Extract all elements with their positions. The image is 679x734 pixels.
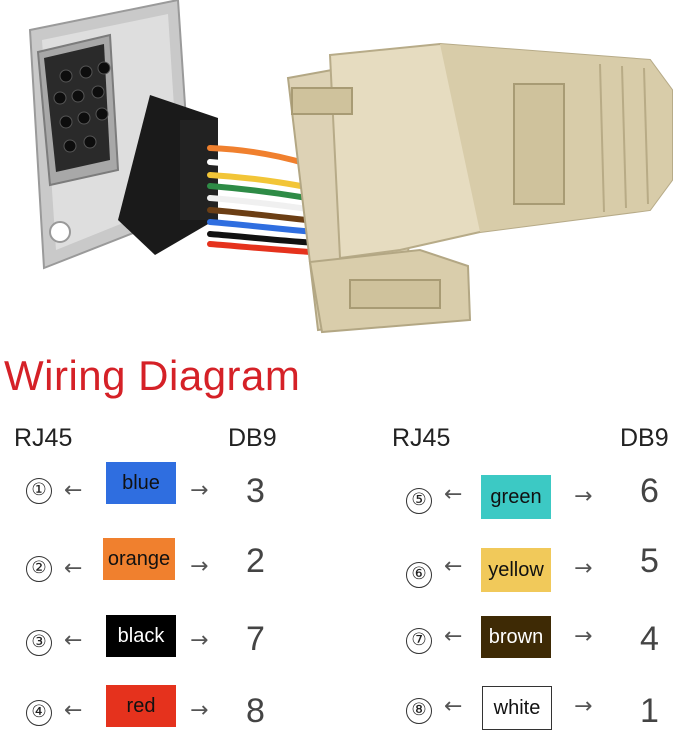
wire-color-label: orange	[103, 538, 175, 580]
pin-number: ②	[26, 556, 52, 582]
diagram-title: Wiring Diagram	[4, 352, 301, 399]
wire-color-label: green	[481, 475, 551, 519]
left-arrow-icon: ←	[64, 698, 83, 723]
right-arrow-icon: →	[574, 694, 593, 719]
right-arrow-icon: →	[574, 484, 593, 509]
right-arrow-icon: →	[190, 554, 209, 579]
left-arrow-icon: ←	[64, 628, 83, 653]
left-arrow-icon: ←	[64, 478, 83, 503]
pin-number: ①	[26, 478, 52, 504]
wire-color-label: brown	[481, 616, 551, 658]
left-arrow-icon: ←	[444, 624, 463, 649]
db9-pin-number: 5	[640, 542, 659, 580]
wire-color-label: yellow	[481, 548, 551, 592]
right-arrow-icon: →	[574, 624, 593, 649]
pin-number: ⑥	[406, 562, 432, 588]
right-arrow-icon: →	[574, 556, 593, 581]
db9-pin-number: 4	[640, 620, 659, 658]
left-arrow-icon: ←	[444, 482, 463, 507]
wire-color-label: white	[482, 686, 552, 730]
right-arrow-icon: →	[190, 628, 209, 653]
left-arrow-icon: ←	[444, 554, 463, 579]
db9-connector	[28, 0, 218, 270]
left-arrow-icon: ←	[444, 694, 463, 719]
db9-pin-number: 3	[246, 472, 265, 510]
right-db9-header: DB9	[620, 424, 669, 452]
product-photo	[28, 0, 673, 334]
pin-number: ③	[26, 630, 52, 656]
pin-number: ④	[26, 700, 52, 726]
wire-color-label: black	[106, 615, 176, 657]
left-rj45-header: RJ45	[14, 424, 73, 452]
right-rj45-header: RJ45	[392, 424, 451, 452]
db9-pin-number: 2	[246, 542, 265, 580]
left-db9-header: DB9	[228, 424, 277, 452]
pin-number: ⑦	[406, 628, 432, 654]
pin-number: ⑤	[406, 488, 432, 514]
left-arrow-icon: ←	[64, 556, 83, 581]
rj45-adapter	[286, 42, 673, 334]
db9-pin-number: 1	[640, 692, 659, 730]
right-arrow-icon: →	[190, 698, 209, 723]
db9-pin-number: 7	[246, 620, 265, 658]
pin-number: ⑧	[406, 698, 432, 724]
db9-pin-number: 6	[640, 472, 659, 510]
wire-color-label: red	[106, 685, 176, 727]
db9-pin-number: 8	[246, 692, 265, 730]
right-arrow-icon: →	[190, 478, 209, 503]
wire-color-label: blue	[106, 462, 176, 504]
